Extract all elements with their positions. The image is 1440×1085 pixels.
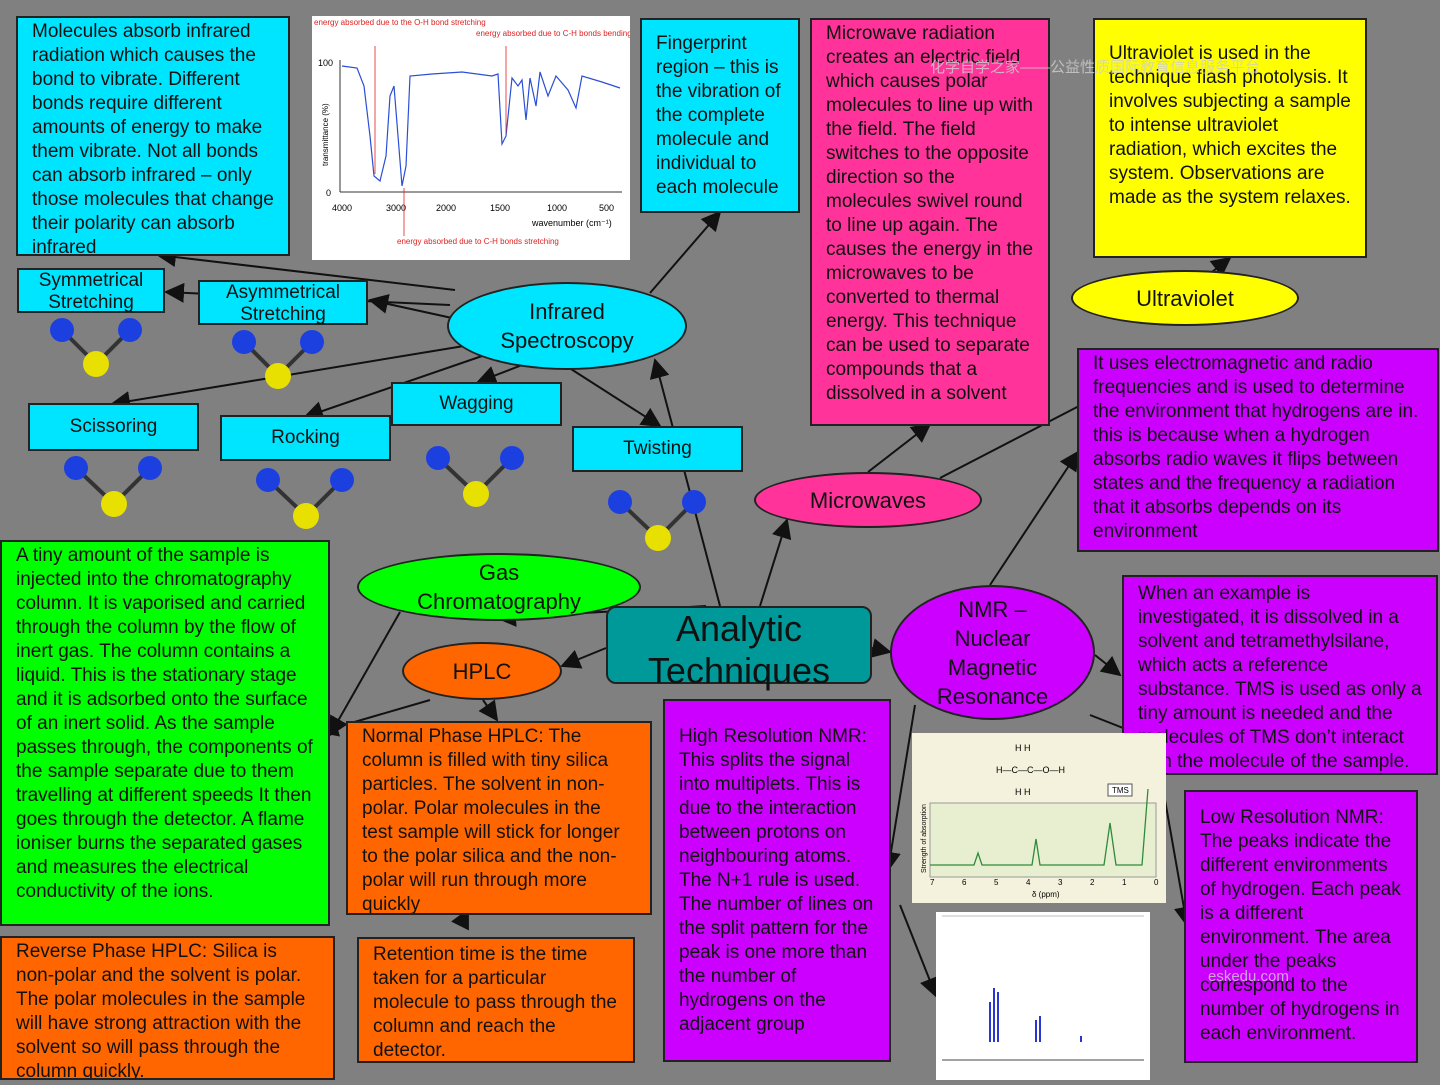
high-res-nmr-image	[936, 912, 1150, 1080]
formula-row1: H H	[1015, 743, 1031, 753]
lowres-xtick: 4	[1026, 878, 1031, 887]
ir-y0: 0	[326, 188, 331, 198]
tms-label: TMS	[1112, 786, 1129, 795]
microwave-box: Microwave radiation creates an electric …	[810, 18, 1050, 426]
ir-xtick: 2000	[436, 203, 456, 213]
formula-row2: H—C—C—O—H	[996, 765, 1065, 775]
lowres-xtick: 7	[930, 878, 935, 887]
analytic-techniques-node: Analytic Techniques	[606, 606, 872, 691]
ir-ann-ch-bend: energy absorbed due to C-H bonds bending	[476, 29, 630, 38]
lowres-xtick: 2	[1090, 878, 1095, 887]
ir-ann-ch-stretch: energy absorbed due to C-H bonds stretch…	[397, 237, 559, 246]
ir-xtick: 1000	[547, 203, 567, 213]
lowres-xlabel: δ (ppm)	[1032, 890, 1060, 899]
lowres-ylabel: Strength of absorption	[921, 804, 928, 873]
molecule-symmetrical-icon	[50, 318, 142, 377]
ir-xtick: 4000	[332, 203, 352, 213]
molecule-asymmetrical-icon	[232, 330, 324, 389]
ir-spectrum-image: energy absorbed due to the O-H bond stre…	[312, 16, 632, 260]
center-line1: Analytic	[675, 608, 803, 649]
uv-oval-label: Ultraviolet	[1136, 285, 1234, 311]
ir-ylabel: transmittance (%)	[321, 103, 330, 166]
normal-hplc-box: Normal Phase HPLC: The column is filled …	[346, 721, 652, 915]
ir-xlabel: wavenumber (cm⁻¹)	[531, 218, 612, 228]
low-res-nmr-image: H H H—C—C—O—H H H Strength of absorption…	[912, 733, 1166, 903]
lowres-xtick: 1	[1122, 878, 1127, 887]
lowres-xtick: 5	[994, 878, 999, 887]
molecule-rocking-icon	[256, 468, 354, 529]
gc-oval: Gas Chromatography	[357, 553, 641, 621]
ir-xtick: 500	[599, 203, 614, 213]
low-res-nmr-box: Low Resolution NMR: The peaks indicate t…	[1184, 790, 1418, 1063]
microwaves-oval: Microwaves	[754, 472, 982, 528]
rocking-label: Rocking	[220, 415, 391, 461]
lowres-xtick: 3	[1058, 878, 1063, 887]
formula-row3: H H	[1015, 787, 1031, 797]
nmr-tms-box: When an example is investigated, it is d…	[1122, 575, 1438, 775]
ir-absorption-box: Molecules absorb infrared radiation whic…	[16, 16, 290, 256]
hplc-oval: HPLC	[402, 642, 562, 700]
high-res-nmr-box: High Resolution NMR: This splits the sig…	[663, 699, 891, 1062]
watermark-top: 化学自学之家——公益性质国际教育信息服务平台	[930, 59, 1261, 76]
ir-ann-oh: energy absorbed due to the O-H bond stre…	[314, 18, 486, 27]
nmr-general-box: It uses electromagnetic and radio freque…	[1077, 348, 1439, 552]
asymmetrical-stretching-label: Asymmetrical Stretching	[198, 280, 368, 325]
center-line2: Techniques	[647, 650, 831, 691]
ir-y100: 100	[318, 58, 333, 68]
molecule-wagging-icon	[426, 446, 524, 507]
microwaves-oval-label: Microwaves	[809, 487, 927, 513]
reverse-hplc-box: Reverse Phase HPLC: Silica is non-polar …	[0, 936, 335, 1080]
ir-xtick: 1500	[490, 203, 510, 213]
retention-box: Retention time is the time taken for a p…	[357, 937, 635, 1063]
ir-oval: Infrared Spectroscopy	[447, 282, 687, 370]
gc-oval-label: Gas Chromatography	[417, 560, 581, 614]
molecule-twisting-icon	[608, 490, 706, 551]
uv-box: Ultraviolet is used in the technique fla…	[1093, 18, 1367, 258]
gc-box: A tiny amount of the sample is injected …	[0, 540, 330, 926]
lowres-xtick: 6	[962, 878, 967, 887]
fingerprint-box: Fingerprint region – this is the vibrati…	[640, 18, 800, 213]
uv-oval: Ultraviolet	[1071, 270, 1299, 326]
hplc-oval-label: HPLC	[452, 658, 512, 684]
ir-xtick: 3000	[386, 203, 406, 213]
wagging-label: Wagging	[391, 382, 562, 426]
symmetrical-stretching-label: Symmetrical Stretching	[17, 268, 165, 313]
lowres-xtick: 0	[1154, 878, 1159, 887]
twisting-label: Twisting	[572, 426, 743, 472]
scissoring-label: Scissoring	[28, 403, 199, 451]
ir-oval-label: Infrared Spectroscopy	[500, 299, 634, 353]
watermark-bottom: eskedu.com	[1208, 968, 1289, 985]
molecule-scissoring-icon	[64, 456, 162, 517]
nmr-oval-label: NMR – Nuclear Magnetic Resonance	[936, 596, 1049, 709]
nmr-oval: NMR – Nuclear Magnetic Resonance	[890, 585, 1095, 720]
